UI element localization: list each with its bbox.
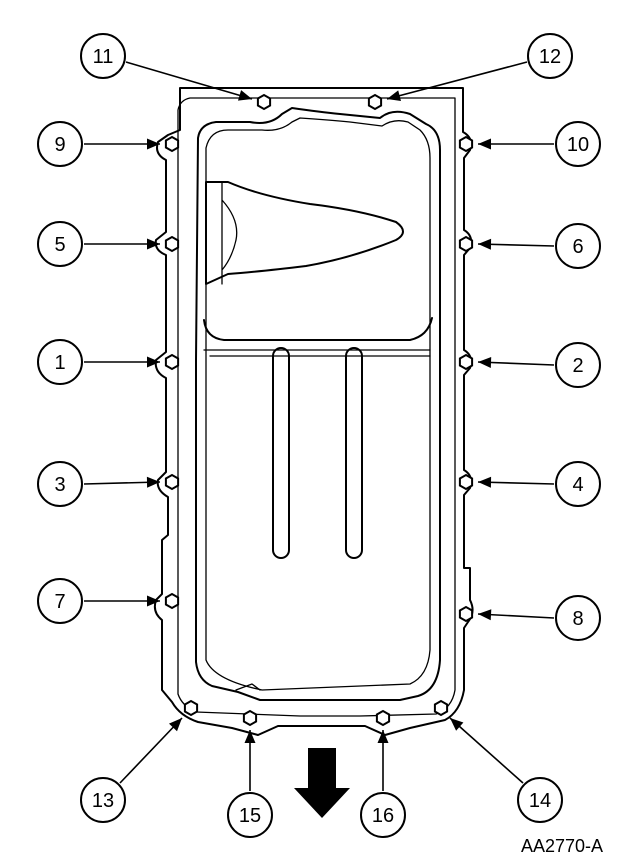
callout-circle-7 (37, 578, 83, 624)
callout-circle-5 (37, 221, 83, 267)
callout-circle-11 (80, 33, 126, 79)
callout-circle-8 (555, 595, 601, 641)
callout-number-11: 11 (93, 46, 114, 68)
sump-floor-edge (203, 317, 433, 341)
callout-number-6: 6 (572, 236, 583, 258)
arrowhead-11 (238, 90, 252, 101)
arrowhead-6 (478, 238, 492, 250)
callout-number-5: 5 (54, 234, 65, 256)
callout-number-7: 7 (54, 591, 65, 613)
stiffening-rib-right (345, 347, 363, 559)
lower-bracket (235, 683, 261, 691)
bolt-6 (458, 235, 474, 253)
pan-flange-outline (153, 87, 474, 736)
callout-number-9: 9 (54, 134, 65, 156)
callout-circle-2 (555, 342, 601, 388)
figure-id-label: AA2770-A (521, 836, 603, 856)
callout-number-1: 1 (54, 352, 65, 374)
callout-number-15: 15 (239, 805, 261, 827)
pan-well-inner (205, 117, 431, 691)
bolt-4 (458, 473, 474, 491)
arrowhead-9 (147, 138, 160, 150)
bolt-12 (367, 93, 383, 111)
bolt-8 (458, 605, 474, 623)
arrowhead-4 (478, 476, 492, 488)
sump-step-line (203, 349, 431, 357)
leader-line-12 (386, 61, 528, 100)
callout-circle-10 (555, 121, 601, 167)
bolt-9 (164, 135, 180, 153)
arrowhead-16 (377, 730, 389, 743)
callout-number-13: 13 (92, 790, 114, 812)
arrowhead-10 (478, 138, 491, 150)
arrowhead-12 (387, 90, 401, 101)
bolt-3 (164, 473, 180, 491)
callout-circle-6 (555, 223, 601, 269)
callout-number-12: 12 (539, 46, 561, 68)
callout-number-10: 10 (567, 134, 589, 156)
callout-leaders (83, 61, 555, 791)
arrowhead-14 (450, 718, 464, 731)
callout-circle-12 (527, 33, 573, 79)
callout-number-4: 4 (572, 474, 583, 496)
arrowhead-7 (147, 595, 160, 607)
callout-number-8: 8 (572, 608, 583, 630)
callout-circle-1 (37, 339, 83, 385)
pickup-baffle-inner (221, 181, 238, 285)
front-direction-arrow (294, 748, 350, 818)
callout-circle-14 (517, 777, 563, 823)
bolt-13 (183, 699, 199, 717)
callout-number-14: 14 (529, 790, 551, 812)
arrowhead-13 (169, 718, 182, 732)
bolt-5 (164, 235, 180, 253)
arrowhead-8 (478, 609, 492, 621)
arrowhead-5 (147, 238, 160, 250)
stiffening-rib-left (272, 347, 290, 559)
callout-number-16: 16 (372, 805, 394, 827)
arrowhead-15 (244, 730, 256, 743)
pickup-baffle (205, 181, 404, 285)
arrowhead-1 (147, 356, 160, 368)
bolt-1 (164, 353, 180, 371)
callout-circle-3 (37, 461, 83, 507)
callout-number-2: 2 (572, 355, 583, 377)
callout-circle-15 (227, 792, 273, 838)
arrowhead-3 (146, 476, 160, 488)
bolt-11 (256, 93, 272, 111)
leader-line-11 (125, 61, 253, 100)
bolt-14 (433, 699, 449, 717)
callout-circle-4 (555, 461, 601, 507)
callout-circle-16 (360, 792, 406, 838)
bolt-10 (458, 135, 474, 153)
bolt-16 (375, 709, 391, 727)
leader-line-14 (449, 717, 524, 784)
callout-circle-9 (37, 121, 83, 167)
bolt-2 (458, 353, 474, 371)
pan-well-outer (195, 107, 441, 701)
bolt-7 (164, 592, 180, 610)
flange-bolts (164, 93, 474, 727)
pan-flange-inner-line (177, 97, 456, 717)
bolt-15 (242, 709, 258, 727)
callout-circle-13 (80, 777, 126, 823)
callout-number-3: 3 (54, 474, 65, 496)
arrowhead-2 (478, 357, 492, 368)
leader-line-13 (119, 717, 183, 784)
